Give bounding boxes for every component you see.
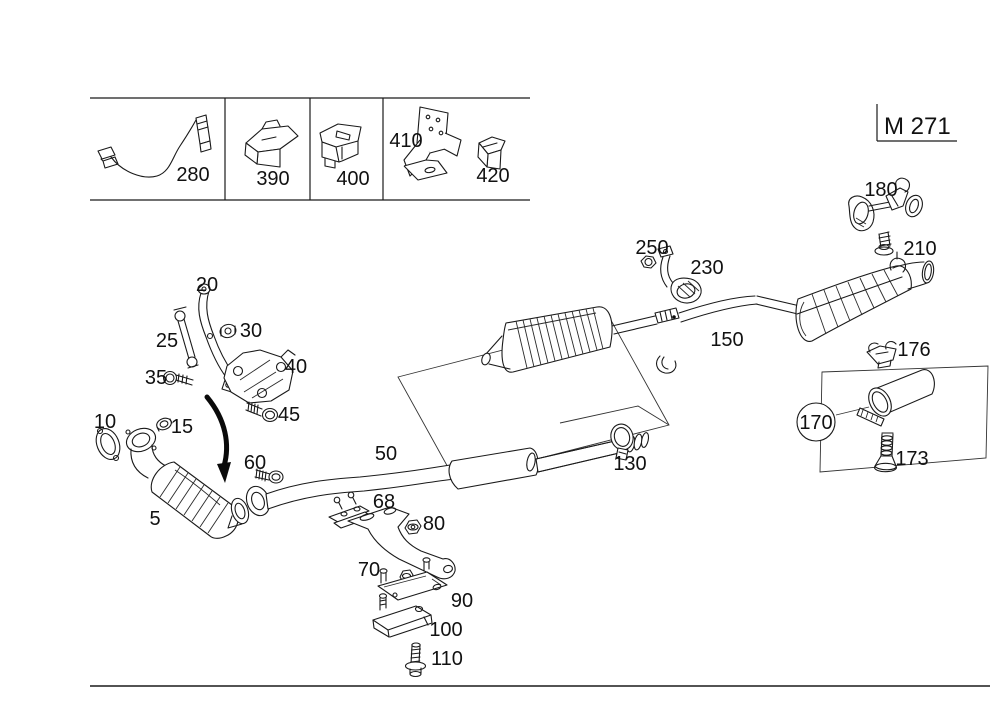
part-label-390: 390 [256, 168, 289, 190]
part-label-70: 70 [358, 559, 380, 581]
part-label-180: 180 [864, 179, 897, 201]
engine-mount-bracket-40-drawing [223, 349, 296, 404]
bar-100-drawing [372, 593, 433, 638]
part-label-110: 110 [431, 648, 463, 670]
part-label-90: 90 [451, 590, 473, 612]
engine-code-label: M 271 [884, 113, 951, 140]
plate-90-drawing [377, 557, 448, 601]
middle-muffler-drawing [481, 306, 680, 374]
part-label-100: 100 [429, 619, 462, 641]
part-label-10: 10 [94, 411, 116, 433]
plane-clamp-group [559, 405, 670, 426]
bolt-35-drawing [162, 370, 194, 386]
catalyst-inlet-flange-drawing [125, 427, 167, 479]
front-pipe-group [245, 423, 650, 678]
intermediate-pipe-drawing [678, 295, 758, 323]
part-label-173: 173 [895, 448, 928, 470]
part-label-410: 410 [389, 130, 422, 152]
nut-80-drawing [404, 519, 422, 535]
bolt-210-drawing [874, 231, 894, 256]
part-label-150: 150 [710, 329, 743, 351]
clamp-130-drawing [610, 423, 634, 461]
part-number-labels: 280 390 400 410 420 180 210 250 230 150 176 170 173 1… [94, 130, 937, 670]
rear-muffler-inlet-pipe [755, 295, 803, 316]
bracket-400-drawing [319, 123, 362, 169]
bolt-110-drawing [404, 642, 427, 678]
part-label-176: 176 [897, 339, 930, 361]
part-label-250: 250 [635, 237, 668, 259]
part-label-60: 60 [244, 452, 266, 474]
model-plate: M 271 [876, 104, 957, 142]
front-pipe-flange-inner [251, 491, 265, 511]
nut-30-drawing [219, 323, 237, 339]
hanger-180-drawing [848, 177, 923, 232]
tailpipe-group [796, 369, 935, 473]
gasket-10-drawing [95, 427, 121, 462]
catalyst-group [95, 394, 284, 539]
nut-15-drawing [156, 417, 173, 432]
nut-250-drawing [640, 255, 657, 269]
front-pipe-50-drawing [265, 432, 650, 510]
part-label-80: 80 [423, 513, 445, 535]
part-label-170: 170 [799, 412, 832, 434]
part-label-50: 50 [375, 443, 397, 465]
oxygen-sensor-280-drawing [97, 114, 212, 178]
bracket-410-drawing [403, 106, 462, 181]
part-label-20: 20 [196, 274, 218, 296]
rear-muffler-drawing [795, 251, 935, 342]
part-label-68: 68 [373, 491, 395, 513]
bolt-60-drawing [254, 468, 284, 484]
tailpipe-tip-drawing [856, 369, 935, 427]
part-label-15: 15 [171, 416, 193, 438]
part-label-45: 45 [278, 404, 300, 426]
clamp-176-drawing [866, 340, 897, 369]
middle-muffler-group [481, 245, 758, 374]
bracket-cluster [162, 283, 296, 423]
locating-arrow [204, 394, 231, 483]
bolt-173-drawing [873, 432, 898, 473]
bolt-45-drawing [245, 401, 279, 423]
hanger-230-drawing [657, 245, 702, 304]
part-label-210: 210 [903, 238, 936, 260]
part-label-40: 40 [285, 356, 307, 378]
part-label-280: 280 [176, 164, 209, 186]
part-label-230: 230 [690, 257, 723, 279]
catalytic-converter-drawing [150, 461, 250, 539]
legend-box [90, 97, 530, 201]
part-label-400: 400 [336, 168, 369, 190]
tailpipe-callout-leader [835, 406, 870, 416]
bracket-420-drawing [477, 136, 506, 170]
part-label-30: 30 [240, 320, 262, 342]
bracket-390-drawing [244, 119, 299, 168]
callout-circle-170 [796, 402, 836, 442]
part-label-35: 35 [145, 367, 167, 389]
part-label-5: 5 [149, 508, 160, 530]
link-25-drawing [173, 306, 199, 369]
part-label-420: 420 [476, 165, 509, 187]
part-label-130: 130 [613, 453, 646, 475]
rear-muffler-group [755, 177, 935, 369]
part-label-25: 25 [156, 330, 178, 352]
